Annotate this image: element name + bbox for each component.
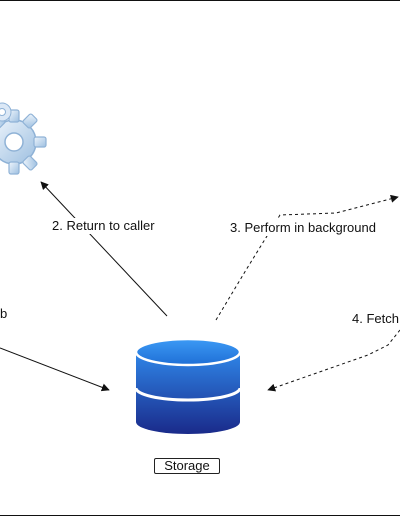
storage-node-label: Storage (154, 458, 220, 474)
edge-return-to-caller (40, 181, 168, 317)
edge-incoming-left (0, 347, 110, 392)
edge-label-left-fragment: b (0, 306, 8, 322)
edge-label-fetch: 4. Fetch (352, 311, 399, 327)
edge-perform-in-background (215, 194, 399, 321)
edge-label-return-to-caller: 2. Return to caller (52, 218, 155, 234)
edge-label-perform-in-background: 3. Perform in background (230, 220, 376, 236)
gear-icon (0, 102, 47, 175)
database-icon (134, 337, 242, 434)
edge-fetch (267, 329, 400, 392)
